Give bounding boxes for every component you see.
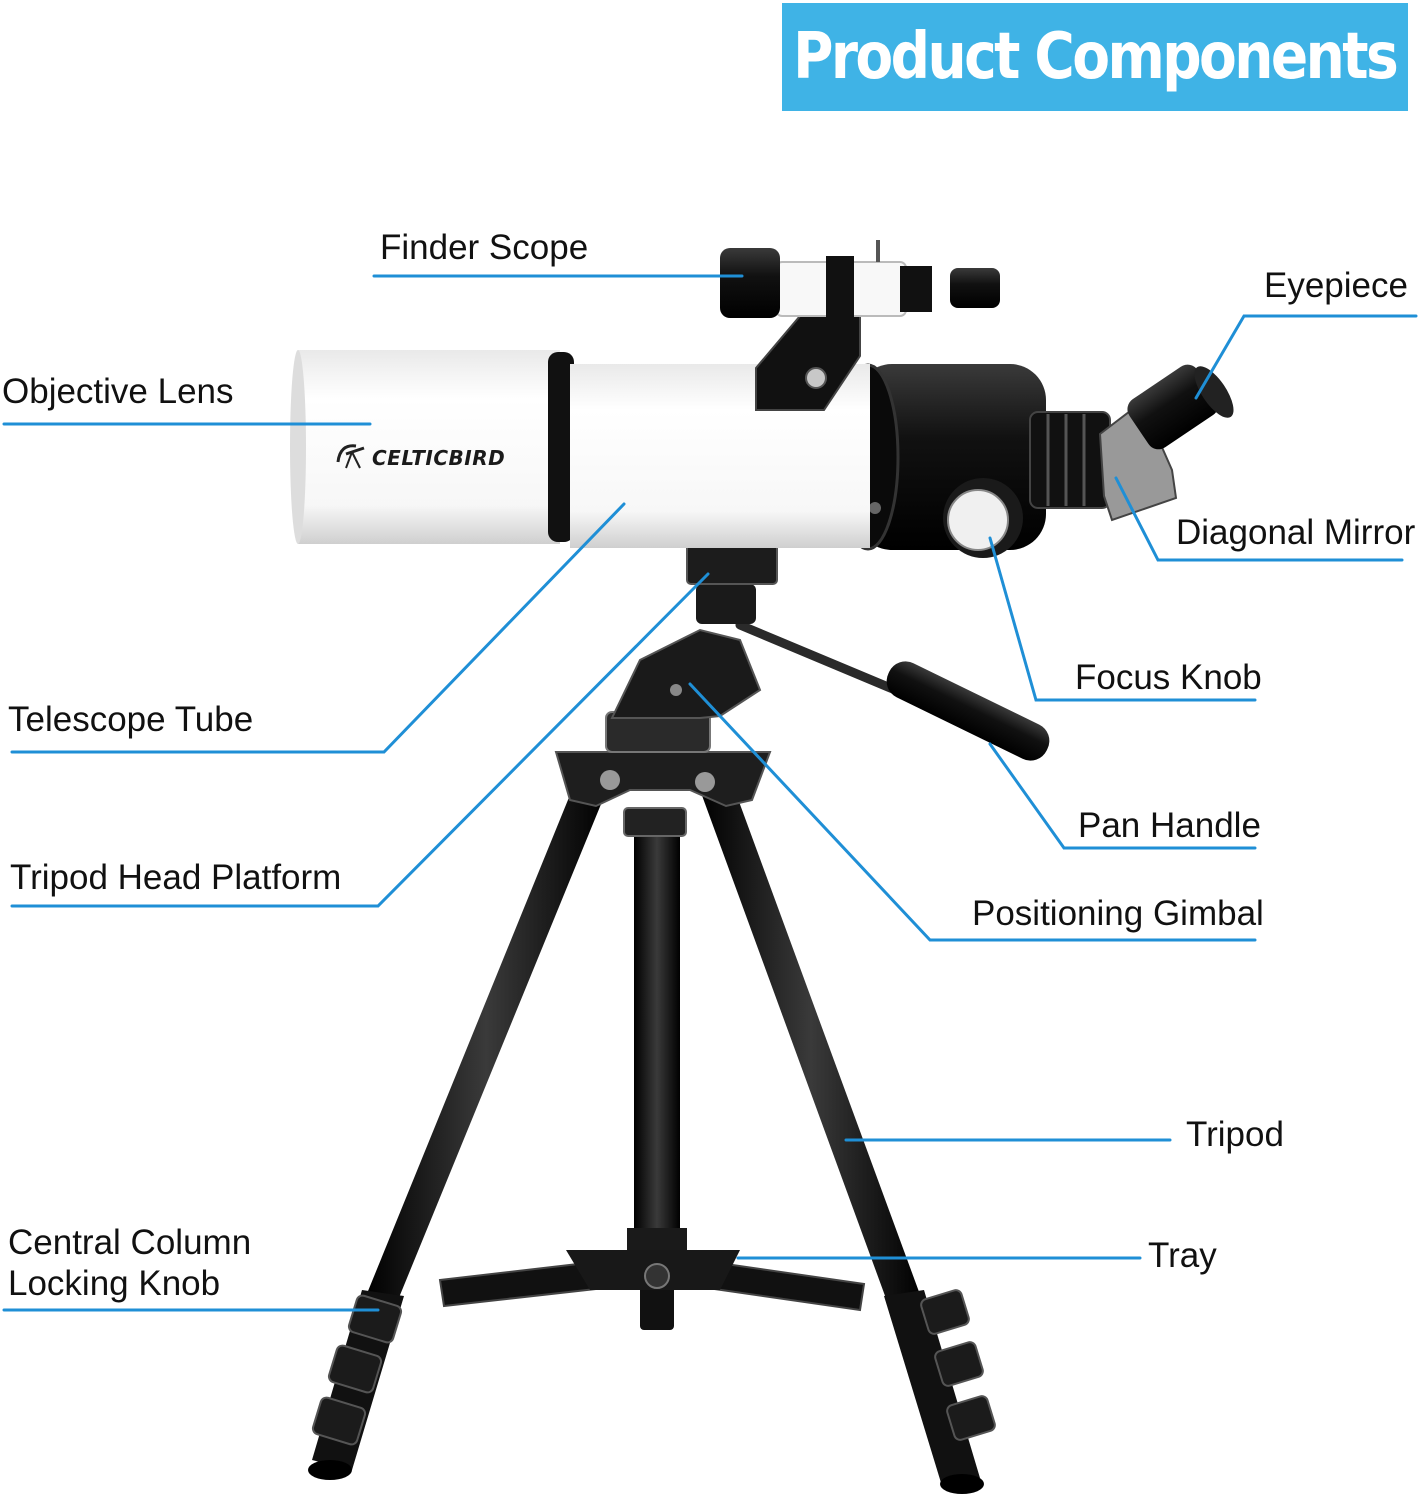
tripod-head (554, 533, 1050, 837)
tripod-center-column (634, 830, 680, 1230)
tray-spreader (438, 1250, 866, 1312)
leader-lines (2, 274, 1418, 1312)
label-objective-lens: Objective Lens (2, 372, 234, 411)
leader-focus-knob (988, 536, 1257, 702)
leader-pan-handle (988, 742, 1257, 850)
label-eyepiece: Eyepiece (1264, 266, 1408, 305)
label-pan-handle: Pan Handle (1078, 806, 1261, 845)
telescope-tube (290, 350, 870, 548)
finder-scope-assembly (720, 240, 1000, 411)
eyepiece-barrel (1127, 364, 1219, 450)
label-central-column-line1: Central Column (8, 1223, 252, 1262)
leader-eyepiece (1194, 314, 1418, 400)
label-central-column-line2: Locking Knob (8, 1264, 221, 1303)
label-tray: Tray (1148, 1236, 1217, 1275)
brand-name: CELTICBIRD (372, 446, 506, 470)
pan-handle-grip (886, 661, 1050, 761)
tripod-right-leg (700, 788, 922, 1304)
label-tripod: Tripod (1186, 1115, 1284, 1154)
right-leg-clamps (920, 1289, 996, 1441)
leader-tripod-head-platform (10, 572, 710, 908)
brand-logo-mark (336, 444, 365, 469)
leader-telescope-tube (10, 502, 626, 754)
positioning-gimbal-body (610, 628, 762, 719)
tripod-legs (308, 788, 996, 1494)
label-positioning-gimbal: Positioning Gimbal (972, 894, 1264, 933)
leader-positioning-gimbal (688, 682, 1257, 942)
right-foot (940, 1474, 984, 1494)
left-leg-clamps (311, 1294, 403, 1446)
label-tripod-head-platform: Tripod Head Platform (10, 858, 342, 897)
leader-diagonal-mirror (1114, 476, 1404, 562)
title-banner: Product Components (782, 3, 1408, 111)
pan-handle-rod (735, 620, 905, 697)
label-focus-knob: Focus Knob (1075, 658, 1262, 697)
left-foot (308, 1460, 352, 1480)
tripod-left-leg (366, 790, 606, 1300)
label-diagonal-mirror: Diagonal Mirror (1176, 513, 1416, 552)
label-telescope-tube: Telescope Tube (8, 700, 254, 739)
label-finder-scope: Finder Scope (380, 228, 589, 267)
banner-title: Product Components (793, 20, 1399, 94)
